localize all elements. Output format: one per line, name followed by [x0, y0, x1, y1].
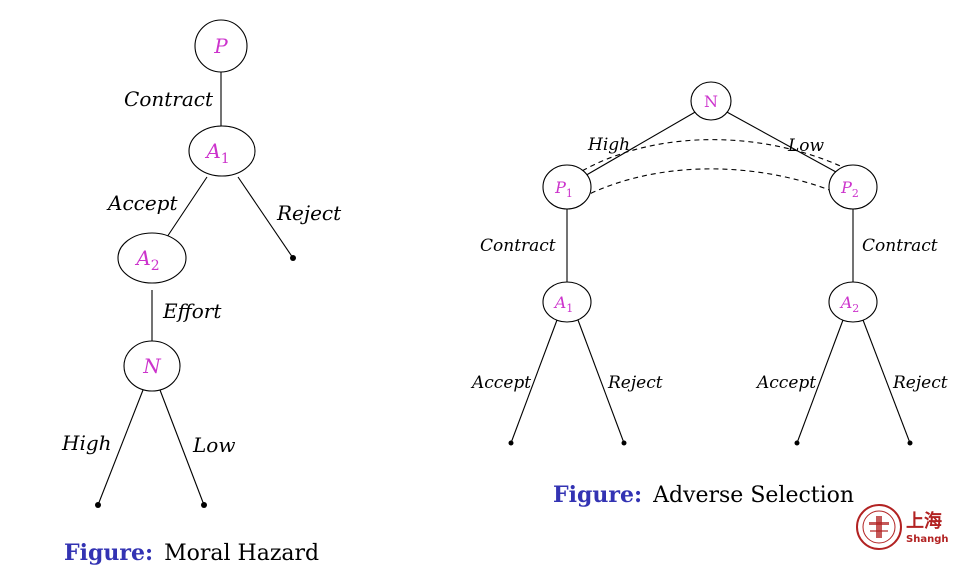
edge-high	[582, 110, 698, 178]
label-accept-left: Accept	[470, 373, 531, 393]
node-p-label: P	[213, 34, 228, 58]
label-low: Low	[787, 136, 825, 156]
label-contract: Contract	[124, 87, 214, 111]
university-seal-icon	[856, 504, 902, 550]
logo-subtitle: Shangh	[906, 534, 948, 545]
leaf-high	[95, 502, 101, 508]
node-a2	[828, 281, 878, 323]
label-accept: Accept	[106, 191, 178, 215]
moral-hazard-tree	[95, 19, 296, 508]
edge-accept-right	[796, 319, 844, 444]
node-a2-label: A2	[839, 293, 860, 315]
edge-low	[159, 389, 205, 506]
edge-reject-right	[862, 319, 911, 444]
edge-high	[97, 389, 144, 506]
label-effort: Effort	[162, 299, 222, 323]
label-reject-right: Reject	[892, 373, 948, 393]
moral-hazard-caption: Figure: Moral Hazard	[64, 540, 319, 566]
label-contract-right: Contract	[862, 236, 938, 256]
information-set-lower	[566, 168, 854, 207]
node-a1-label: A1	[553, 293, 574, 315]
edge-accept-left	[510, 319, 558, 444]
node-a2-label: A2	[134, 246, 159, 274]
node-n	[123, 340, 181, 392]
leaf-reject	[290, 255, 296, 261]
adverse-selection-caption: Figure: Adverse Selection	[553, 482, 854, 508]
moral-hazard-caption-text: Figure: Moral Hazard	[64, 540, 319, 566]
node-a1	[542, 281, 592, 323]
node-a1	[188, 125, 256, 177]
node-p2-label: P2	[840, 178, 859, 200]
edge-reject	[237, 176, 294, 259]
node-n	[690, 81, 732, 121]
label-reject-left: Reject	[607, 373, 663, 393]
node-p2	[828, 164, 878, 210]
node-p	[194, 19, 248, 73]
label-high: High	[61, 431, 112, 455]
node-a2	[117, 232, 187, 284]
node-n-label: N	[704, 92, 718, 111]
label-contract-left: Contract	[480, 236, 556, 256]
leaf-accept-left	[508, 440, 514, 446]
adverse-selection-node-labels: N P1 P2 A1 A2	[553, 92, 860, 315]
logo-title: 上海	[906, 510, 942, 532]
label-low: Low	[192, 433, 235, 457]
edge-low	[724, 110, 837, 173]
leaf-accept-right	[794, 440, 800, 446]
leaf-low	[201, 502, 207, 508]
university-logo: 上海 Shangh	[856, 504, 948, 550]
label-accept-right: Accept	[755, 373, 816, 393]
adverse-selection-tree	[508, 81, 913, 446]
label-reject: Reject	[276, 201, 342, 225]
leaf-reject-right	[907, 440, 913, 446]
moral-hazard-node-labels: P A1 A2 N	[134, 34, 229, 378]
information-set-upper	[566, 139, 854, 181]
node-p1-label: P1	[554, 178, 573, 200]
node-a1-label: A1	[204, 139, 229, 167]
edge-accept	[166, 176, 208, 238]
node-p1	[542, 164, 592, 210]
adverse-selection-caption-text: Figure: Adverse Selection	[553, 482, 854, 508]
label-high: High	[587, 135, 630, 155]
leaf-reject-left	[621, 440, 627, 446]
node-n-label: N	[142, 354, 162, 378]
moral-hazard-edge-labels: Contract Accept Reject Effort High Low	[61, 87, 342, 457]
adverse-selection-edge-labels: High Low Contract Contract Accept Reject…	[470, 135, 948, 393]
edge-reject-left	[577, 319, 625, 444]
